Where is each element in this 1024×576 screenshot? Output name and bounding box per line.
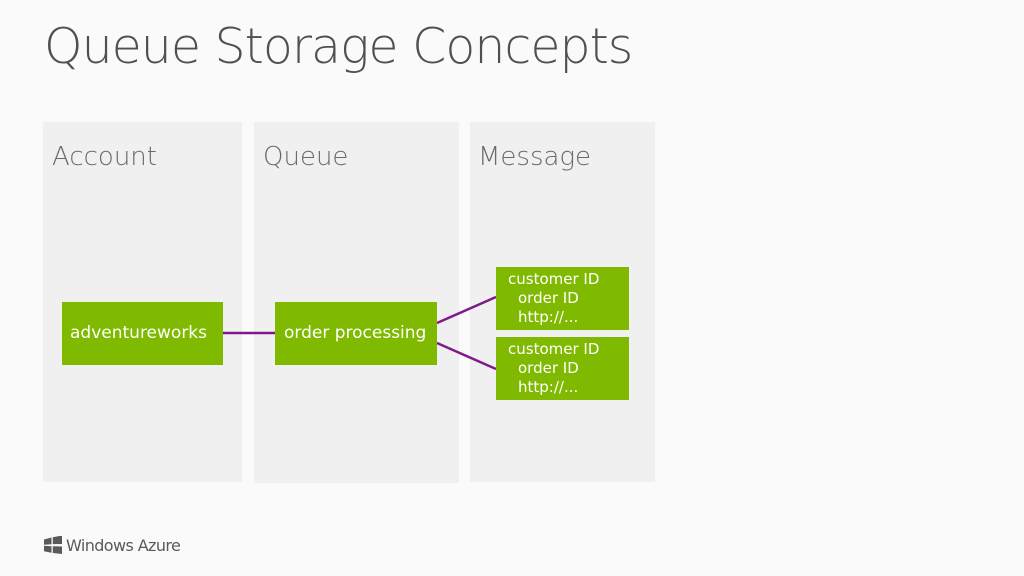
slide-title: Queue Storage Concepts	[44, 18, 633, 75]
message-node-1: customer ID order ID http://...	[496, 267, 629, 330]
message-column-label: Message	[478, 142, 592, 172]
windows-flag-icon	[44, 536, 62, 554]
queue-column-label: Queue	[263, 142, 349, 172]
message-2-customer-id: customer ID	[508, 340, 600, 358]
message-node-2: customer ID order ID http://...	[496, 337, 629, 400]
account-column-label: Account	[52, 142, 157, 172]
message-2-order-id: order ID	[518, 359, 579, 377]
message-1-url: http://...	[518, 308, 579, 326]
message-1-order-id: order ID	[518, 289, 579, 307]
footer-brand: Windows Azure	[43, 534, 181, 556]
message-1-customer-id: customer ID	[508, 270, 600, 288]
account-node: adventureworks	[62, 302, 223, 365]
queue-node: order processing	[275, 302, 437, 365]
footer-brand-text: Windows Azure	[66, 535, 181, 555]
message-2-url: http://...	[518, 378, 579, 396]
